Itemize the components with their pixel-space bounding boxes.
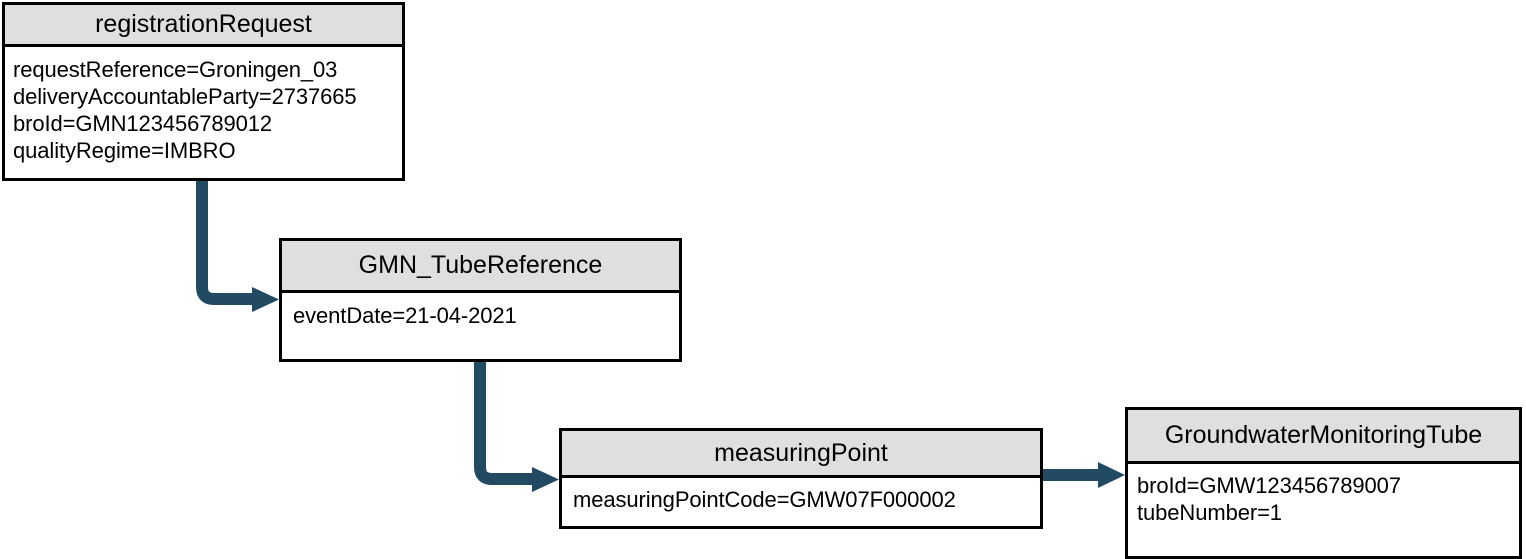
node-gmn-tube-reference-attributes: eventDate=21-04-2021 xyxy=(282,293,679,359)
attribute-row: deliveryAccountableParty=2737665 xyxy=(13,84,357,109)
node-groundwater-monitoring-tube-title: GroundwaterMonitoringTube xyxy=(1128,410,1519,464)
connector-gmn-tube-reference-to-measuring-point xyxy=(474,362,559,492)
attribute-row: broId=GMN123456789012 xyxy=(13,111,273,136)
node-measuring-point-title: measuringPoint xyxy=(562,431,1040,478)
attribute-row: tubeNumber=1 xyxy=(1137,500,1282,525)
attribute-row: qualityRegime=IMBRO xyxy=(13,138,236,163)
node-gmn-tube-reference-title: GMN_TubeReference xyxy=(282,241,679,293)
node-measuring-point-attributes: measuringPointCode=GMW07F000002 xyxy=(562,478,1040,526)
connector-registration-request-to-gmn-tube-reference xyxy=(196,181,279,312)
node-groundwater-monitoring-tube-attributes: broId=GMW123456789007 tubeNumber=1 xyxy=(1128,464,1519,556)
node-measuring-point[interactable]: measuringPoint measuringPointCode=GMW07F… xyxy=(559,428,1043,529)
node-groundwater-monitoring-tube[interactable]: GroundwaterMonitoringTube broId=GMW12345… xyxy=(1125,407,1522,559)
attribute-row: broId=GMW123456789007 xyxy=(1137,473,1401,498)
node-registration-request-title: registrationRequest xyxy=(5,5,402,47)
node-registration-request-attributes: requestReference=Groningen_03 deliveryAc… xyxy=(5,47,402,178)
node-gmn-tube-reference[interactable]: GMN_TubeReference eventDate=21-04-2021 xyxy=(279,238,682,362)
node-registration-request[interactable]: registrationRequest requestReference=Gro… xyxy=(2,2,405,181)
attribute-row: eventDate=21-04-2021 xyxy=(293,303,517,328)
attribute-row: measuringPointCode=GMW07F000002 xyxy=(573,487,956,512)
attribute-row: requestReference=Groningen_03 xyxy=(13,57,338,82)
connector-measuring-point-to-groundwater-monitoring-tube xyxy=(1043,462,1125,488)
